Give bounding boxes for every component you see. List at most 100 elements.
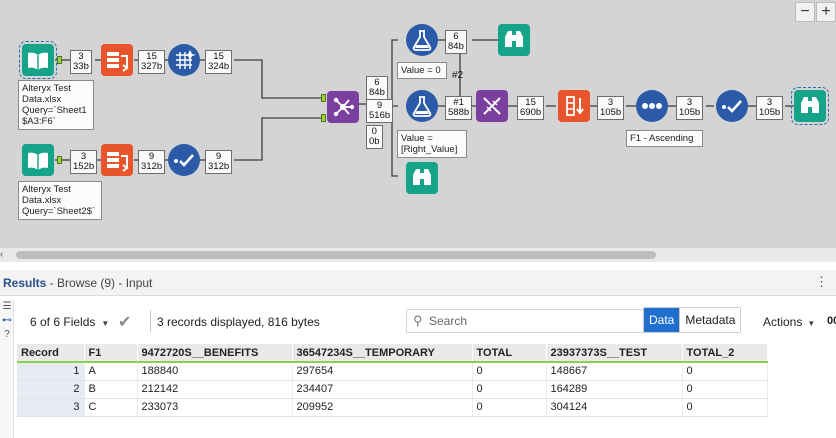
canvas-horizontal-scrollbar[interactable]: ‹ bbox=[0, 248, 836, 262]
search-box[interactable]: ⚲ bbox=[406, 309, 650, 333]
table-cell[interactable]: 0 bbox=[472, 362, 547, 381]
column-header[interactable]: 36547234S__TEMPORARY bbox=[292, 344, 473, 363]
binoculars-icon[interactable]: ⊷ bbox=[2, 315, 12, 326]
sort-tool[interactable] bbox=[558, 90, 590, 122]
browse-tool-top[interactable] bbox=[498, 24, 530, 56]
column-header[interactable]: TOTAL bbox=[472, 344, 547, 363]
browse-tool-right-join[interactable] bbox=[406, 162, 438, 194]
table-cell[interactable]: 0 bbox=[682, 398, 768, 417]
overflow-button[interactable]: 00 bbox=[827, 315, 836, 327]
data-cleansing-tool[interactable] bbox=[168, 44, 200, 76]
table-cell[interactable]: 188840 bbox=[137, 362, 293, 381]
input-data-tool-2[interactable] bbox=[22, 144, 54, 176]
chevron-down-icon: ▼ bbox=[807, 319, 816, 328]
results-toolbar: 6 of 6 Fields▼ ✔ 3 records displayed, 81… bbox=[16, 304, 836, 338]
checkmark-icon[interactable]: ✔ bbox=[118, 314, 132, 331]
search-icon: ⚲ bbox=[413, 313, 423, 328]
table-cell[interactable]: 164289 bbox=[546, 380, 683, 399]
sort-icon bbox=[558, 90, 590, 122]
crosstab-tool[interactable] bbox=[636, 90, 668, 122]
help-icon[interactable]: ? bbox=[4, 329, 10, 340]
tool-annotation: Value = 0 bbox=[397, 62, 447, 79]
formula-tool-mid[interactable] bbox=[406, 90, 438, 122]
table-cell[interactable]: 0 bbox=[682, 362, 768, 381]
search-input[interactable] bbox=[429, 313, 639, 329]
tool-annotation: Alteryx Test Data.xlsx Query=`Sheet2$` bbox=[18, 181, 102, 220]
results-side-rail: ☰ ⊷ ? bbox=[0, 300, 14, 438]
right-input-anchor[interactable] bbox=[321, 114, 326, 122]
tool-annotation: Value = [Right_Value] bbox=[397, 130, 467, 158]
connection-wires bbox=[55, 39, 794, 177]
fields-dropdown[interactable]: 6 of 6 Fields▼ bbox=[30, 315, 110, 329]
table-row[interactable]: 1 A 188840 297654 0 148667 0 bbox=[17, 362, 768, 381]
chevron-down-icon: ▼ bbox=[101, 319, 110, 328]
zoom-out-button[interactable]: − bbox=[795, 2, 815, 22]
binoculars-icon bbox=[794, 90, 826, 122]
select-check-icon bbox=[716, 90, 748, 122]
results-header: Results - Browse (9) - Input ⋮ bbox=[0, 270, 836, 296]
column-header[interactable]: F1 bbox=[84, 344, 138, 363]
join-tool[interactable] bbox=[327, 91, 359, 123]
table-cell[interactable]: 212142 bbox=[137, 380, 293, 399]
select-tool-2[interactable] bbox=[168, 144, 200, 176]
scroll-left-icon[interactable]: ‹ bbox=[0, 249, 4, 260]
list-icon[interactable]: ☰ bbox=[2, 301, 12, 312]
cleanse-grid-icon bbox=[168, 44, 200, 76]
column-header[interactable]: 9472720S__BENEFITS bbox=[137, 344, 293, 363]
flask-icon bbox=[406, 24, 438, 56]
formula-tool-top[interactable] bbox=[406, 24, 438, 56]
output-anchor[interactable] bbox=[57, 156, 62, 164]
record-number: 1 bbox=[17, 362, 85, 381]
metadata-tab[interactable]: Metadata bbox=[679, 308, 741, 332]
text-to-columns-icon bbox=[101, 44, 133, 76]
table-cell[interactable]: 234407 bbox=[292, 380, 473, 399]
results-menu-icon[interactable]: ⋮ bbox=[815, 274, 828, 289]
table-cell[interactable]: B bbox=[84, 380, 138, 399]
results-table: Record F1 9472720S__BENEFITS 36547234S__… bbox=[17, 344, 768, 417]
data-tab[interactable]: Data bbox=[644, 308, 680, 332]
table-row[interactable]: 2 B 212142 234407 0 164289 0 bbox=[17, 380, 768, 399]
records-info: 3 records displayed, 816 bytes bbox=[157, 315, 320, 329]
book-icon bbox=[22, 44, 54, 76]
column-header[interactable]: 23937373S__TEST bbox=[546, 344, 683, 363]
record-number: 3 bbox=[17, 398, 85, 417]
output-anchor[interactable] bbox=[57, 56, 62, 64]
column-header[interactable]: Record bbox=[17, 344, 85, 363]
table-cell[interactable]: 0 bbox=[472, 398, 547, 417]
table-cell[interactable]: 297654 bbox=[292, 362, 473, 381]
actions-dropdown[interactable]: Actions▼ bbox=[763, 315, 816, 329]
zoom-in-button[interactable]: + bbox=[816, 2, 836, 22]
join-icon bbox=[327, 91, 359, 123]
table-cell[interactable]: A bbox=[84, 362, 138, 381]
text-to-columns-tool-1[interactable] bbox=[101, 44, 133, 76]
table-cell[interactable]: 0 bbox=[472, 380, 547, 399]
table-row[interactable]: 3 C 233073 209952 0 304124 0 bbox=[17, 398, 768, 417]
scroll-thumb[interactable] bbox=[16, 251, 656, 259]
binoculars-icon bbox=[498, 24, 530, 56]
table-cell[interactable]: 233073 bbox=[137, 398, 293, 417]
tool-annotation: Alteryx Test Data.xlsx Query=`Sheet1 $A3… bbox=[18, 80, 94, 130]
text-to-columns-tool-2[interactable] bbox=[101, 144, 133, 176]
table-cell[interactable]: 0 bbox=[682, 380, 768, 399]
select-tool-final[interactable] bbox=[716, 90, 748, 122]
table-cell[interactable]: 304124 bbox=[546, 398, 683, 417]
table-cell[interactable]: 209952 bbox=[292, 398, 473, 417]
transpose-tool[interactable] bbox=[476, 90, 508, 122]
input-data-tool-1[interactable] bbox=[19, 41, 57, 79]
table-cell[interactable]: 148667 bbox=[546, 362, 683, 381]
left-input-anchor[interactable] bbox=[321, 94, 326, 102]
dots-icon bbox=[636, 90, 668, 122]
browse-tool-final[interactable] bbox=[791, 87, 829, 125]
column-header[interactable]: TOTAL_2 bbox=[682, 344, 768, 363]
binoculars-icon bbox=[406, 162, 438, 194]
table-cell[interactable]: C bbox=[84, 398, 138, 417]
